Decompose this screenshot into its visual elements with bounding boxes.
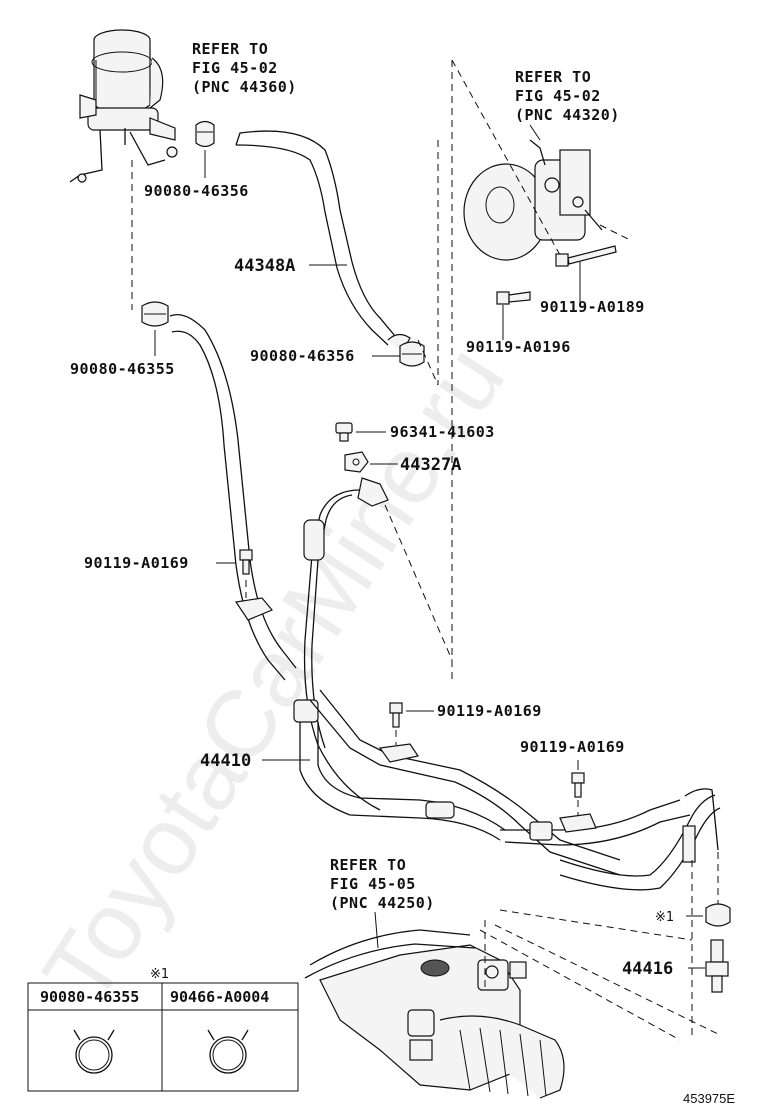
gasket <box>344 451 369 473</box>
label-clip-left: 90080-46355 <box>70 360 175 378</box>
pressure-tube <box>293 477 721 891</box>
reservoir-refer-line3: (PNC 44360) <box>192 78 297 96</box>
clip-left <box>141 301 169 327</box>
clip-upper <box>195 120 215 148</box>
label-hose-44348A: 44348A <box>234 256 295 276</box>
clamp-icon-2 <box>207 1029 249 1074</box>
label-clip-upper: 90080-46356 <box>144 182 249 200</box>
table-col-1-header: 90080-46355 <box>40 988 139 1006</box>
label-bolt-left: 90119-A0169 <box>84 554 189 572</box>
figure-number: 453975E <box>683 1091 735 1106</box>
label-bolt-mid: 90119-A0169 <box>437 702 542 720</box>
label-bolt-pump-long: 90119-A0189 <box>540 298 645 316</box>
pump-refer-line2: FIG 45-02 <box>515 87 601 105</box>
suction-hose <box>169 313 297 681</box>
label-bolt-right: 90119-A0169 <box>520 738 625 756</box>
bolt-mid <box>389 702 403 728</box>
label-gasket: 44327A <box>400 455 461 475</box>
table-note-mark: ※1 <box>150 967 169 982</box>
steering-gear-drawing <box>304 929 565 1099</box>
table-col-2-header: 90466-A0004 <box>170 988 269 1006</box>
pump-refer-line1: REFER TO <box>515 68 591 86</box>
reservoir-drawing <box>69 29 178 183</box>
bolt-left <box>239 549 253 575</box>
pump-drawing <box>463 139 603 261</box>
label-pressure-tube: 44410 <box>200 751 251 771</box>
return-hose-44348A <box>235 130 411 353</box>
label-clip-lower-right: 90080-46356 <box>250 347 355 365</box>
clamp-icon-1 <box>73 1029 115 1074</box>
reservoir-refer-line1: REFER TO <box>192 40 268 58</box>
clamp-table <box>27 982 299 1092</box>
union-bolt <box>335 422 353 442</box>
clip-lower-right <box>399 341 425 367</box>
label-bolt-pump-short: 90119-A0196 <box>466 338 571 356</box>
note-mark-clip: ※1 <box>655 910 674 925</box>
pump-refer-line3: (PNC 44320) <box>515 106 620 124</box>
bolt-pump-long <box>555 245 617 267</box>
return-tube-end <box>705 939 729 993</box>
bolt-pump-short <box>496 291 531 305</box>
bolt-right <box>571 772 585 798</box>
gear-refer-line3: (PNC 44250) <box>330 894 435 912</box>
label-return-tube: 44416 <box>622 959 673 979</box>
label-union-bolt: 96341-41603 <box>390 423 495 441</box>
reservoir-refer-line2: FIG 45-02 <box>192 59 278 77</box>
clip-return <box>705 903 731 927</box>
gear-refer-line1: REFER TO <box>330 856 406 874</box>
gear-refer-line2: FIG 45-05 <box>330 875 416 893</box>
